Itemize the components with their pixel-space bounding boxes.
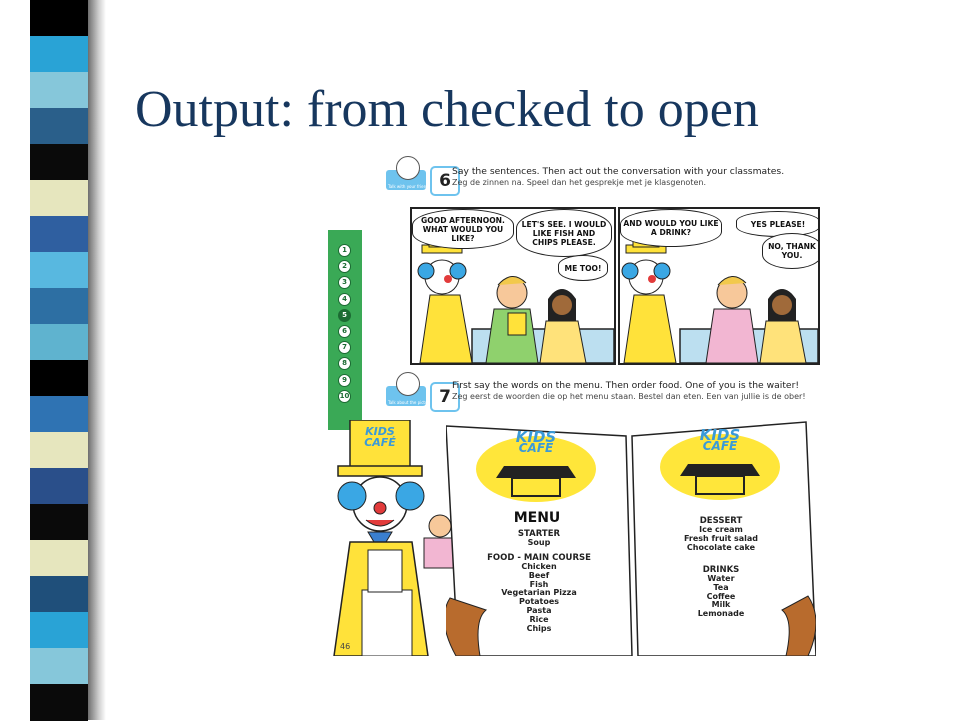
menu-item: Coffee <box>706 591 736 601</box>
menu-title: MENU <box>513 510 561 526</box>
menu-logo-right: KIDS CAFÉ <box>660 428 780 502</box>
lesson-number-strip: 1 2 3 4 5 6 7 8 9 10 <box>328 230 362 430</box>
menu-item: Chicken <box>521 562 557 571</box>
main-course-section: FOOD - MAIN COURSE Chicken Beef Fish Veg… <box>464 553 614 633</box>
activity-number: 6 <box>430 166 460 196</box>
instruction-english: First say the words on the menu. Then or… <box>452 380 800 391</box>
stripe-segment <box>30 36 88 73</box>
instruction-english: Say the sentences. Then act out the conv… <box>452 166 785 177</box>
menu-item: Potatoes <box>518 597 560 607</box>
logo-kids: KIDS <box>515 428 557 446</box>
lesson-number: 8 <box>338 357 351 371</box>
menu-item: Beef <box>528 570 550 580</box>
comic-scene-2 <box>621 216 818 363</box>
instruction-dutch: Zeg eerst de woorden die op het menu sta… <box>452 392 806 401</box>
badge-label: Talk about the pictures <box>388 400 434 405</box>
stripe-segment <box>30 648 88 685</box>
menu-item: Chips <box>526 623 552 633</box>
speech-bubble-waiter: AND WOULD YOU LIKE A DRINK? <box>620 209 722 247</box>
stripe-segment <box>30 252 88 289</box>
menu-item: Pasta <box>526 605 552 615</box>
starter-heading: STARTER <box>517 529 561 539</box>
kids-talking-icon <box>396 156 420 180</box>
activity-7-instructions: First say the words on the menu. Then or… <box>452 380 806 402</box>
stripe-segment <box>30 216 88 253</box>
stripe-segment <box>30 396 88 433</box>
page-number: 46 <box>340 642 351 651</box>
speech-bubble-girl: ME TOO! <box>558 255 608 281</box>
drinks-section: DRINKS Water Tea Coffee Milk Lemonade <box>646 565 796 619</box>
picture-talk-icon <box>396 372 420 396</box>
lesson-number: 2 <box>338 260 351 274</box>
lesson-number: 7 <box>338 341 351 355</box>
awning-icon <box>496 466 576 497</box>
logo-cafe: CAFÉ <box>518 441 554 455</box>
menu-item: Fish <box>529 579 549 589</box>
stripe-segment <box>30 468 88 505</box>
stripe-segment <box>30 108 88 145</box>
menu-item: Soup <box>527 538 551 547</box>
menu-item: Water <box>707 574 735 583</box>
drinks-heading: DRINKS <box>702 565 740 575</box>
stripe-segment <box>30 612 88 649</box>
stripe-segment <box>30 324 88 361</box>
logo-kids: KIDS <box>699 426 741 444</box>
menu-item: Lemonade <box>697 609 745 619</box>
lesson-number: 6 <box>338 325 351 338</box>
lesson-number: 4 <box>338 292 351 306</box>
stripe-segment <box>30 0 88 37</box>
stripe-segment <box>30 576 88 613</box>
instruction-dutch: Zeg de zinnen na. Speel dan het gesprekj… <box>452 178 706 187</box>
activity-6-badge: Talk with your friend 6 <box>386 156 460 196</box>
stripe-segment <box>30 180 88 217</box>
dessert-section: DESSERT Ice cream Fresh fruit salad Choc… <box>646 516 796 552</box>
open-menu-book: KIDS CAFÉ KIDS CAFÉ MENU STARTER Soup FO… <box>446 420 816 656</box>
hat-logo-cafe: CAFÉ <box>364 436 396 449</box>
decorative-stripe-bar <box>30 0 88 721</box>
badge-label: Talk with your friend <box>388 184 429 189</box>
dessert-heading: DESSERT <box>699 516 743 526</box>
comic-panel-1: GOOD AFTERNOON. WHAT WOULD YOU LIKE? LET… <box>410 207 616 365</box>
stripe-segment <box>30 432 88 469</box>
speech-bubble-girl: NO, THANK YOU. <box>762 233 818 269</box>
logo-cafe: CAFÉ <box>702 439 738 453</box>
activity-number: 7 <box>430 382 460 412</box>
stripe-segment <box>30 360 88 397</box>
activity-6-instructions: Say the sentences. Then act out the conv… <box>452 166 784 188</box>
stripe-segment <box>30 504 88 541</box>
stripe-segment <box>30 540 88 577</box>
starter-section: STARTER Soup <box>464 529 614 548</box>
menu-item: Milk <box>711 600 731 610</box>
textbook-page: Talk with your friend 6 Say the sentence… <box>328 150 850 656</box>
slide-title: Output: from checked to open <box>135 81 759 138</box>
lesson-number: 5 <box>338 308 351 322</box>
stripe-segment <box>30 288 88 325</box>
menu-item: Chocolate cake <box>686 542 756 552</box>
speech-bubble-waiter: GOOD AFTERNOON. WHAT WOULD YOU LIKE? <box>412 209 514 249</box>
main-course-heading: FOOD - MAIN COURSE <box>487 553 591 563</box>
stripe-bar-shadow <box>88 0 106 720</box>
comic-panel-2: AND WOULD YOU LIKE A DRINK? YES PLEASE! … <box>618 207 820 365</box>
stripe-segment <box>30 144 88 181</box>
menu-item: Tea <box>713 582 729 592</box>
lesson-number: 9 <box>338 373 351 387</box>
lesson-number: 10 <box>338 389 351 403</box>
speech-bubble-boy: YES PLEASE! <box>736 211 818 237</box>
menu-item: Fresh fruit salad <box>683 533 759 543</box>
speech-bubble-boy: LET'S SEE. I WOULD LIKE FISH AND CHIPS P… <box>516 209 612 257</box>
awning-icon <box>680 464 760 495</box>
stripe-segment <box>30 72 88 109</box>
hat-logo-kids: KIDS <box>365 425 395 438</box>
menu-item: Rice <box>529 614 549 624</box>
activity-7-badge: Talk about the pictures 7 <box>386 372 460 412</box>
hat-logo: KIDS CAFÉ <box>350 426 410 448</box>
clown-waiter-illustration <box>333 420 459 656</box>
stripe-segment <box>30 684 88 721</box>
menu-item: Ice cream <box>699 525 743 534</box>
lesson-number: 1 <box>338 244 351 257</box>
menu-item: Vegetarian Pizza <box>501 588 577 598</box>
menu-logo-left: KIDS CAFÉ <box>476 430 596 504</box>
lesson-number: 3 <box>338 276 351 290</box>
